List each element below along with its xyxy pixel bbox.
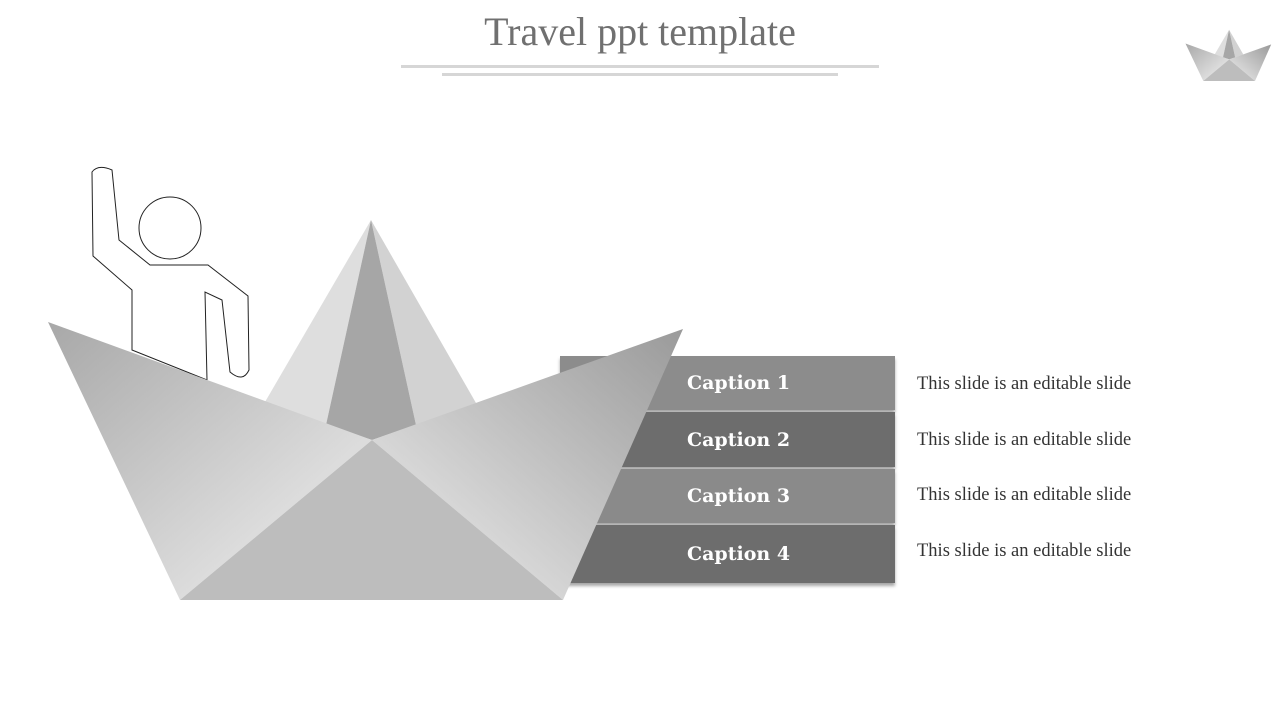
title-underline-2 (442, 73, 838, 76)
caption-bar-4: Caption 4 (560, 525, 895, 583)
row-description: This slide is an editable slide (917, 541, 1132, 561)
person-icon (91, 166, 250, 381)
caption-label: Caption 1 (687, 372, 791, 394)
caption-label: Caption 2 (687, 428, 791, 451)
title-underline (401, 65, 879, 68)
row-description: This slide is an editable slide (917, 430, 1132, 450)
row-description: This slide is an editable slide (917, 485, 1132, 505)
boat-logo-icon (1185, 29, 1272, 81)
caption-label: Caption 3 (687, 485, 791, 507)
slide-title: Travel ppt template (484, 9, 796, 54)
caption-label: Caption 4 (687, 543, 791, 565)
row-description: This slide is an editable slide (917, 374, 1132, 394)
